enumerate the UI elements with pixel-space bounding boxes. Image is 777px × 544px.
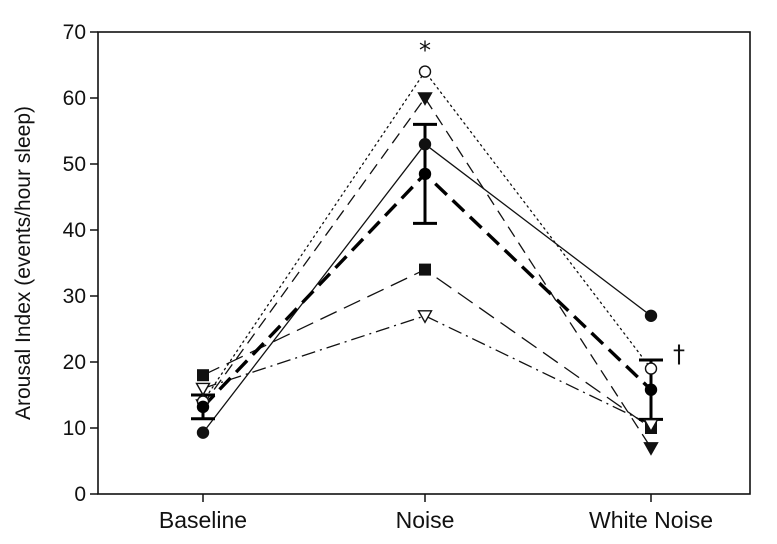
data-point-marker (196, 426, 210, 439)
y-axis-ticks: 0 10 20 30 40 50 60 70 (63, 21, 98, 506)
y-tick-label: 10 (63, 417, 86, 440)
data-point-marker (197, 369, 209, 382)
data-point-marker (418, 167, 432, 181)
significance-marker: † (673, 340, 685, 368)
series-line (202, 70, 652, 403)
annotations: *† (419, 37, 685, 369)
y-tick-label: 70 (63, 21, 86, 44)
data-point-marker (643, 419, 659, 433)
data-point-marker (644, 309, 658, 322)
series-line (202, 143, 652, 434)
data-point-marker (417, 92, 433, 106)
data-point-marker (195, 382, 211, 397)
data-markers (195, 65, 659, 456)
data-point-marker (196, 400, 210, 414)
series-line (202, 315, 652, 426)
y-tick-label: 0 (74, 483, 86, 506)
x-axis-categories: Baseline Noise White Noise (159, 494, 713, 533)
plot-frame (97, 31, 751, 495)
x-category-label: Baseline (159, 507, 247, 533)
y-axis-label: Arousal Index (events/hour sleep) (12, 106, 35, 420)
data-point-marker (644, 383, 658, 396)
y-tick-label: 40 (63, 219, 86, 242)
data-point-marker (644, 362, 658, 375)
y-tick-label: 60 (63, 87, 86, 110)
significance-marker: * (419, 37, 431, 65)
series-line (202, 96, 652, 449)
series-lines (201, 70, 653, 449)
y-tick-label: 20 (63, 351, 86, 374)
series-line (202, 268, 652, 429)
data-point-marker (418, 137, 432, 151)
x-category-label: White Noise (589, 507, 713, 533)
data-point-marker (419, 263, 431, 276)
y-tick-label: 50 (63, 153, 86, 176)
x-category-label: Noise (396, 507, 455, 533)
data-point-marker (417, 310, 433, 324)
series-line (201, 171, 653, 409)
data-point-marker (418, 65, 432, 78)
data-point-marker (643, 442, 659, 456)
y-tick-label: 30 (63, 285, 86, 308)
